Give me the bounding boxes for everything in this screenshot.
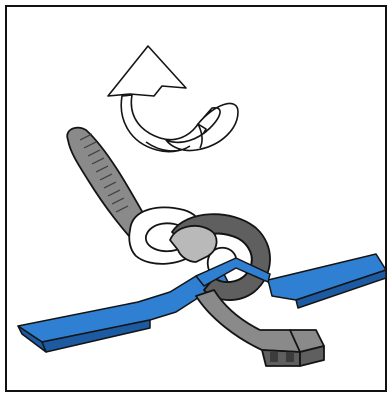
- rotate-arrow-icon: [108, 46, 238, 152]
